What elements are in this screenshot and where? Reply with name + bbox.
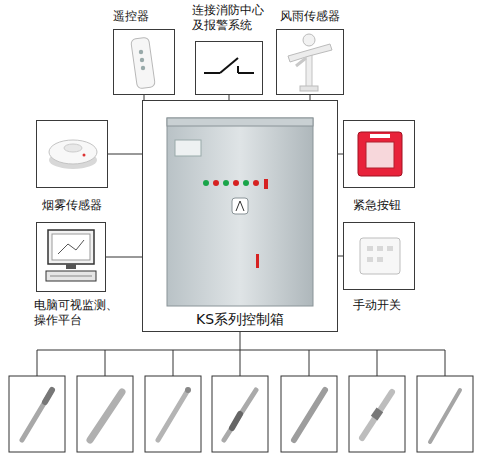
actuator-wiring	[37, 332, 445, 376]
control-box-node: KS系列控制箱	[142, 100, 338, 332]
actuator-boxes	[9, 376, 473, 452]
device-frame	[142, 100, 338, 332]
device-label: 紧急按钮	[353, 198, 415, 213]
device-frame	[343, 120, 415, 188]
actuator-icons	[22, 387, 460, 442]
device-label: 遥控器	[113, 9, 175, 24]
device-label: 手动开关	[353, 298, 415, 313]
device-label: 风雨传感器	[280, 9, 347, 24]
device-frame	[343, 222, 415, 290]
device-frame	[276, 29, 344, 95]
manual-switch-node: 手动开关	[343, 222, 415, 322]
emergency-button-node: 紧急按钮	[343, 120, 415, 220]
device-label: 烟雾传感器	[42, 198, 112, 213]
device-frame	[113, 29, 175, 95]
smoke-sensor-node: 烟雾传感器	[36, 120, 108, 220]
connector-line	[108, 154, 142, 155]
device-frame	[36, 120, 108, 188]
fire-alarm-link-node: 连接消防中心及报警系统	[190, 3, 270, 95]
device-frame	[36, 222, 106, 292]
computer-platform-node: 电脑可视监测、操作平台	[30, 222, 122, 334]
device-frame	[195, 41, 263, 95]
connector-line	[106, 257, 142, 258]
wind-rain-sensor-node: 风雨传感器	[272, 5, 347, 95]
device-label: 电脑可视监测、操作平台	[34, 298, 122, 328]
device-label: 连接消防中心及报警系统	[192, 3, 270, 33]
remote-node: 遥控器	[113, 5, 175, 95]
device-label: KS系列控制箱	[142, 310, 338, 328]
